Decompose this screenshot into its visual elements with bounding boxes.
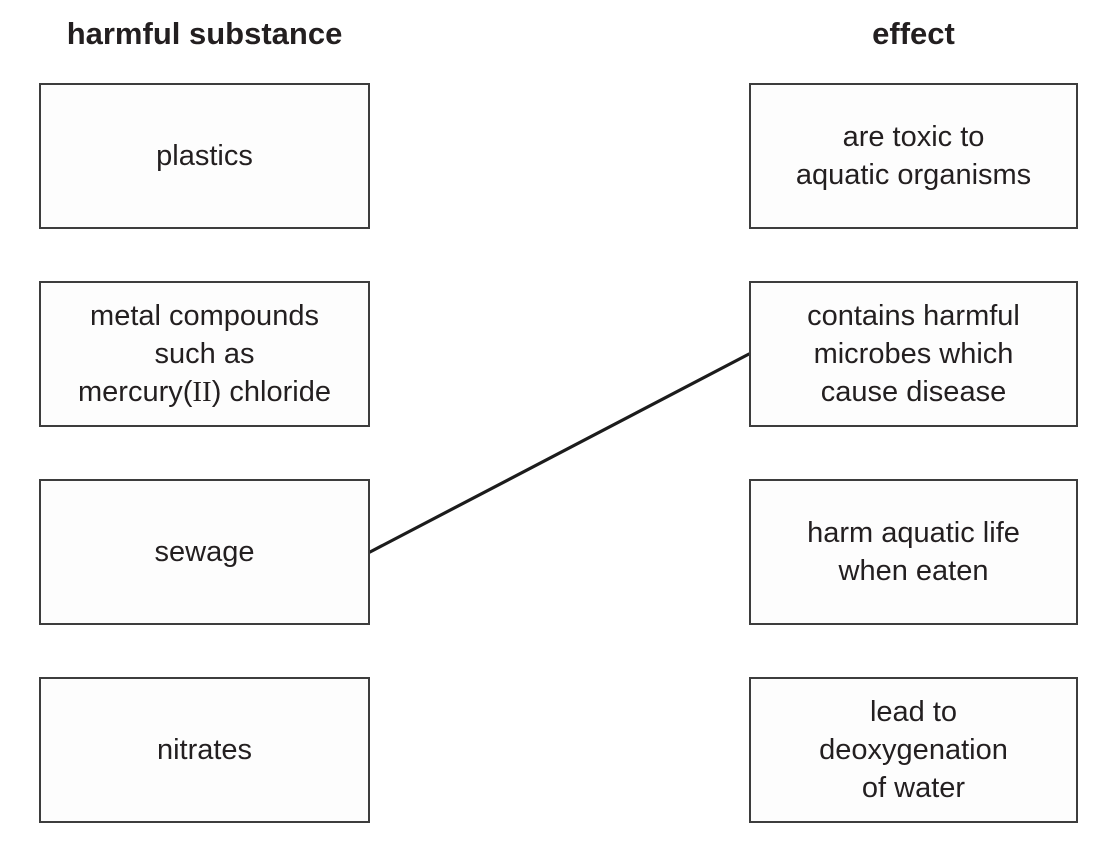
effect-box-harm-aquatic-life-when-eaten[interactable]: harm aquatic life when eaten — [749, 479, 1078, 625]
substance-box-metal-compounds[interactable]: metal compounds such as mercury(II) chlo… — [39, 281, 370, 427]
effect-label: lead to deoxygenation of water — [819, 695, 1008, 805]
substance-box-nitrates[interactable]: nitrates — [39, 677, 370, 823]
effect-box-deoxygenation-of-water[interactable]: lead to deoxygenation of water — [749, 677, 1078, 823]
effect-label: are toxic to aquatic organisms — [795, 120, 1032, 191]
substance-label: metal compounds such as mercury(II) chlo… — [78, 297, 331, 412]
substance-label: nitrates — [156, 733, 253, 766]
connector-line-sewage-to-microbes — [368, 352, 751, 554]
effect-box-toxic-to-aquatic-organisms[interactable]: are toxic to aquatic organisms — [749, 83, 1078, 229]
left-column-header: harmful substance — [66, 16, 343, 51]
substance-box-plastics[interactable]: plastics — [39, 83, 370, 229]
substance-label-part-before: metal compounds such as mercury( — [78, 299, 319, 409]
effect-label: harm aquatic life when eaten — [807, 516, 1020, 587]
roman-numeral-two: II — [192, 376, 212, 409]
substance-box-sewage[interactable]: sewage — [39, 479, 370, 625]
right-column-header: effect — [872, 16, 955, 51]
substance-label: sewage — [154, 535, 255, 568]
effect-label: contains harmful microbes which cause di… — [807, 299, 1020, 409]
substance-label: plastics — [156, 139, 253, 172]
effect-box-harmful-microbes[interactable]: contains harmful microbes which cause di… — [749, 281, 1078, 427]
substance-label-part-after: ) chloride — [211, 376, 331, 409]
